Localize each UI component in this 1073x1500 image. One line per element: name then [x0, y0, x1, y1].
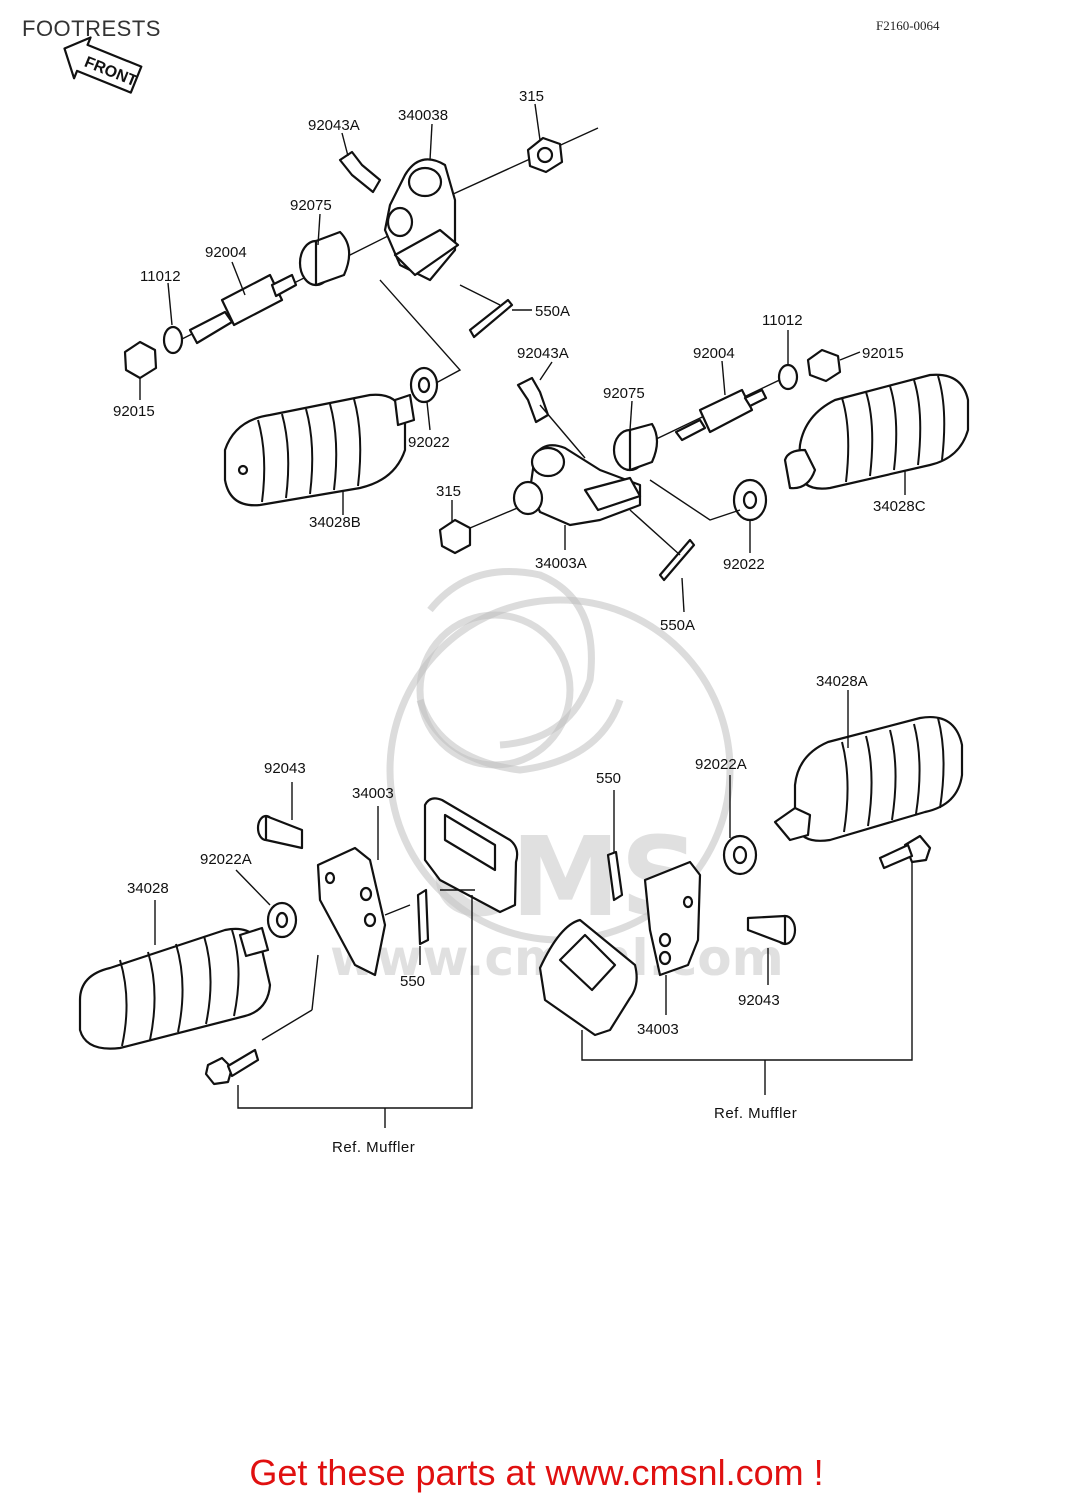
label-11012-top: 11012 [140, 268, 181, 285]
label-92022-mid: 92022 [723, 556, 765, 573]
label-92043A-mid: 92043A [517, 345, 569, 362]
label-92043-right: 92043 [738, 992, 780, 1009]
label-550-left: 550 [400, 973, 425, 990]
label-92022-left: 92022 [408, 434, 450, 451]
front-arrow-badge: FRONT [63, 36, 143, 94]
upper-right-assembly [438, 330, 970, 613]
diagram-code: F2160-0064 [876, 18, 940, 33]
label-315-mid: 315 [436, 483, 461, 500]
label-92022A-left: 92022A [200, 851, 252, 868]
label-34003-right: 34003 [637, 1021, 679, 1038]
get-parts-link[interactable]: Get these parts at www.cmsnl.com ! [249, 1452, 824, 1493]
label-92004-mid: 92004 [693, 345, 735, 362]
label-34028B: 34028B [309, 514, 361, 531]
label-550-right: 550 [596, 770, 621, 787]
label-92075-mid: 92075 [603, 385, 645, 402]
label-550A-top: 550A [535, 303, 570, 320]
label-11012-mid: 11012 [762, 312, 803, 329]
label-550A-mid: 550A [660, 617, 695, 634]
parts-diagram: CMS www.cmsnl.com FRONT [63, 36, 970, 1156]
label-34003-left: 34003 [352, 785, 394, 802]
lower-left-assembly [78, 782, 519, 1128]
label-92043A-top: 92043A [308, 117, 360, 134]
label-34028C: 34028C [873, 498, 926, 515]
label-34003A: 34003A [535, 555, 587, 572]
label-92022A-right: 92022A [695, 756, 747, 773]
upper-left-assembly [123, 103, 599, 515]
ref-muffler-left: Ref. Muffler [332, 1139, 415, 1156]
label-315-top: 315 [519, 88, 544, 105]
label-92004-top: 92004 [205, 244, 247, 261]
label-92075-top: 92075 [290, 197, 332, 214]
label-92015-left: 92015 [113, 403, 155, 420]
ref-muffler-right: Ref. Muffler [714, 1105, 797, 1122]
label-92015-right: 92015 [862, 345, 904, 362]
label-34028A: 34028A [816, 673, 868, 690]
watermark: CMS www.cmsnl.com [330, 568, 784, 987]
part-labels: 92043A 340038 315 92075 92004 11012 550A… [113, 88, 926, 1156]
label-92043-left: 92043 [264, 760, 306, 777]
lower-right-assembly [538, 690, 964, 1095]
label-34028: 34028 [127, 880, 169, 897]
label-34003B: 340038 [398, 107, 448, 124]
